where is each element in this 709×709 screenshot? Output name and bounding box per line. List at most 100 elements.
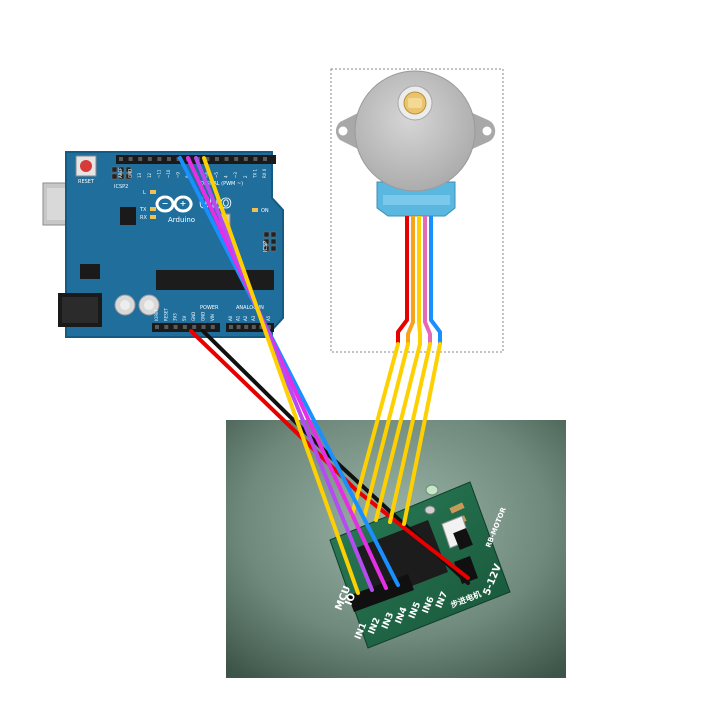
wire-motor-3 (374, 342, 422, 522)
atmega-chip (156, 270, 274, 290)
analog-pin-label: A1 (236, 315, 241, 321)
icsp2-pin (118, 166, 125, 173)
regulator (80, 264, 100, 279)
digital-pin (215, 157, 219, 161)
digital-pin-label: RX 0 (262, 168, 267, 178)
reset-label: RESET (78, 179, 95, 185)
lead-orange (406, 216, 415, 344)
svg-text:+: + (180, 199, 187, 208)
lead-pink (423, 216, 432, 344)
brand-text: Arduino (168, 216, 195, 224)
digital-pin (263, 157, 267, 161)
digital-pin (234, 157, 239, 161)
analog-pin (229, 325, 233, 329)
digital-pin-label: AREF (118, 167, 123, 178)
capacitor-2 (138, 294, 160, 316)
uln2003-chip (356, 520, 448, 600)
analog-pin-label: A2 (243, 315, 248, 321)
motor-base-plate (383, 195, 450, 205)
digital-pin-label: ~6 (204, 172, 209, 178)
wire-signal-violet (194, 156, 374, 592)
power-pin-label: 5V (182, 315, 187, 321)
lead-blue (429, 216, 442, 344)
digital-pin (147, 157, 152, 161)
power-pin (173, 325, 178, 329)
icsp2-header (111, 166, 132, 180)
analog-pin (267, 325, 271, 329)
motor-leads (396, 216, 442, 344)
analog-pin (236, 325, 241, 329)
led-l (150, 190, 156, 194)
analog-pin (244, 325, 249, 329)
resistor-a (449, 502, 465, 514)
digital-pin-label: 13 (137, 172, 142, 178)
led-tx-label: TX (139, 207, 147, 213)
icsp2-label: ICSP2 (114, 184, 128, 190)
analog-pin (259, 325, 264, 329)
icsp-pin (263, 231, 270, 238)
mounting-tab-right (470, 112, 496, 150)
mcu-sub-label: IO (344, 592, 359, 607)
motor-body (354, 70, 476, 192)
power-pin-label: RESET (163, 308, 168, 321)
wire-signal-yellow (202, 156, 360, 595)
digital-pin-label: ~11 (156, 169, 161, 178)
lead-yellow (417, 216, 422, 344)
analog-pin-label: A5 (266, 315, 271, 321)
mounting-tab-left (335, 112, 360, 150)
power-jack-inner (62, 297, 98, 323)
analog-header (226, 323, 274, 332)
icsp-pin (263, 245, 270, 252)
analog-pin (251, 325, 256, 329)
wires (178, 156, 470, 595)
digital-pin-label: ~10 (166, 169, 171, 178)
wire-signal-blue (178, 156, 400, 587)
digital-pin-label: 4 (224, 175, 229, 178)
digital-pin-label: TX 1 (252, 169, 257, 179)
led-on-label: ON (261, 208, 269, 214)
analog-pin-label: A3 (251, 315, 256, 321)
digital-pin-label: 12 (147, 172, 152, 178)
shaft-flat (408, 98, 422, 108)
analog-label: ANALOG IN (236, 305, 264, 311)
led-tx (150, 207, 156, 211)
wire-motor-2 (362, 342, 410, 520)
icsp2-pin (125, 166, 132, 173)
digital-pin (138, 157, 143, 161)
wire-red-5v (189, 329, 470, 580)
power-pin-label: GND (201, 312, 206, 321)
icsp2-pin (125, 173, 132, 180)
power-jumper (453, 528, 473, 550)
power-pin (192, 325, 197, 329)
wire-motor-4 (388, 342, 432, 524)
digital-pin (224, 157, 229, 161)
arduino-board (65, 151, 284, 338)
led-on (252, 208, 258, 212)
digital-pin (167, 157, 171, 161)
power-pin (155, 325, 159, 329)
led-rx-label: RX (140, 215, 147, 221)
power-pin (182, 325, 187, 329)
arduino-logo: − + (155, 195, 193, 213)
lead-red (396, 216, 409, 344)
power-pin-label: IOREF (154, 308, 159, 321)
digital-label: DIGITAL (PWM ~) (200, 181, 243, 187)
icsp-header (263, 231, 277, 252)
led-l-label: L (143, 190, 146, 196)
svg-text:−: − (162, 199, 169, 208)
icsp-pin (270, 245, 277, 252)
reset-button-cap (80, 160, 92, 172)
analog-pin-label: A0 (228, 315, 233, 321)
led-rx (150, 215, 156, 219)
digital-pin-label: 2 (243, 175, 248, 178)
icsp2-pin (118, 173, 125, 180)
power-pin-label: 3V3 (173, 313, 178, 321)
digital-pin (128, 157, 133, 161)
stepper-motor (330, 68, 504, 353)
power-pin (201, 325, 206, 329)
wire-motor-5 (402, 342, 442, 526)
icsp-label: ICSP (263, 241, 269, 252)
